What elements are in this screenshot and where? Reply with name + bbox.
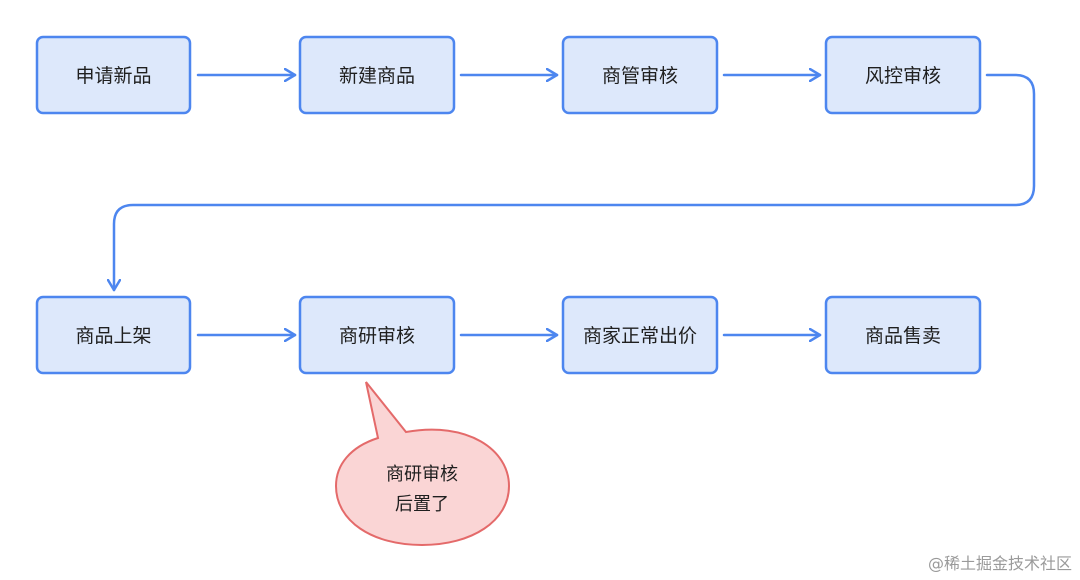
- node-merchant-offer[interactable]: 商家正常出价: [561, 295, 719, 375]
- node-box: [35, 35, 192, 115]
- node-label: 商品售卖: [865, 325, 941, 347]
- watermark: @稀土掘金技术社区: [927, 554, 1072, 573]
- callout-line-2: 后置了: [395, 494, 449, 515]
- node-research-review[interactable]: 商研审核: [298, 295, 456, 375]
- node-apply[interactable]: 申请新品: [35, 35, 192, 115]
- node-box: [35, 295, 192, 375]
- node-box: [298, 295, 456, 375]
- node-box: [824, 35, 982, 115]
- node-box: [824, 295, 982, 375]
- edges: [114, 73, 1036, 335]
- node-label: 商研审核: [339, 325, 415, 347]
- node-listing[interactable]: 商品上架: [35, 295, 192, 375]
- node-label: 申请新品: [75, 65, 151, 87]
- node-label: 商管审核: [602, 65, 678, 87]
- node-category-review[interactable]: 商管审核: [561, 35, 719, 115]
- node-risk-review[interactable]: 风控审核: [824, 35, 982, 115]
- node-label: 商家正常出价: [583, 325, 697, 347]
- callout-bubble: 商研审核 后置了: [334, 381, 511, 547]
- node-on-sale[interactable]: 商品售卖: [824, 295, 982, 375]
- node-box: [561, 295, 719, 375]
- callout-shape: [334, 381, 511, 547]
- node-box: [561, 35, 719, 115]
- node-label: 风控审核: [865, 65, 941, 87]
- node-label: 新建商品: [339, 65, 415, 87]
- node-box: [298, 35, 456, 115]
- node-create[interactable]: 新建商品: [298, 35, 456, 115]
- callout-line-1: 商研审核: [386, 464, 458, 485]
- node-label: 商品上架: [75, 325, 151, 347]
- edge-risk-review-to-listing: [114, 73, 1036, 292]
